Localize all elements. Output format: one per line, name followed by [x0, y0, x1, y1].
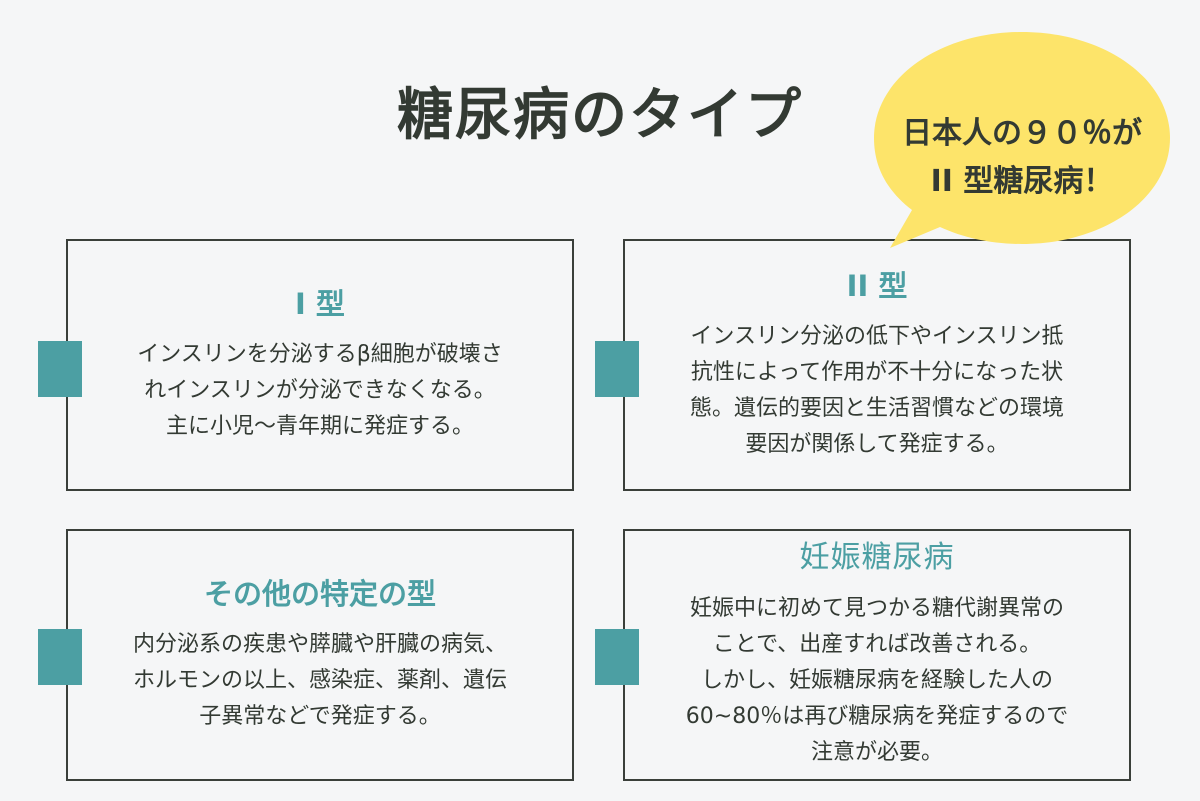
card-marker: [38, 341, 82, 397]
card-content: II 型 インスリン分泌の低下やインスリン抵 抗性によって作用が不十分になった状…: [653, 241, 1101, 489]
card-marker: [595, 341, 639, 397]
card-content: その他の特定の型 内分泌系の疾患や膵臓や肝臓の病気、 ホルモンの以上、感染症、薬…: [96, 531, 544, 779]
card-title: I 型: [295, 287, 345, 321]
card-title: II 型: [846, 269, 908, 303]
card-content: I 型 インスリンを分泌するβ細胞が破壊さ れインスリンが分泌できなくなる。 主…: [96, 241, 544, 489]
card-description: 内分泌系の疾患や膵臓や肝臓の病気、 ホルモンの以上、感染症、薬剤、遺伝 子異常な…: [132, 632, 507, 729]
card-description: インスリンを分泌するβ細胞が破壊さ れインスリンが分泌できなくなる。 主に小児〜…: [137, 342, 503, 439]
speech-bubble-shape: [874, 32, 1170, 248]
card-type-1: I 型 インスリンを分泌するβ細胞が破壊さ れインスリンが分泌できなくなる。 主…: [38, 239, 574, 491]
card-title: その他の特定の型: [203, 577, 436, 611]
card-marker: [38, 629, 82, 685]
page-title: 糖尿病のタイプ: [397, 83, 803, 148]
card-gestational-diabetes: 妊娠糖尿病 妊娠中に初めて見つかる糖代謝異常の ことで、出産すれば改善される。 …: [595, 529, 1131, 781]
card-type-2: II 型 インスリン分泌の低下やインスリン抵 抗性によって作用が不十分になった状…: [595, 239, 1131, 491]
card-other-specific-types: その他の特定の型 内分泌系の疾患や膵臓や肝臓の病気、 ホルモンの以上、感染症、薬…: [38, 529, 574, 781]
card-description: 妊娠中に初めて見つかる糖代謝異常の ことで、出産すれば改善される。 しかし、妊娠…: [685, 596, 1069, 765]
callout-text: 日本人の９０％が II 型糖尿病！: [902, 116, 1142, 199]
card-marker: [595, 629, 639, 685]
card-title: 妊娠糖尿病: [799, 540, 955, 575]
speech-bubble-callout: 日本人の９０％が II 型糖尿病！: [872, 30, 1172, 260]
card-description: インスリン分泌の低下やインスリン抵 抗性によって作用が不十分になった状 態。遺伝…: [689, 324, 1064, 457]
card-content: 妊娠糖尿病 妊娠中に初めて見つかる糖代謝異常の ことで、出産すれば改善される。 …: [653, 531, 1101, 779]
